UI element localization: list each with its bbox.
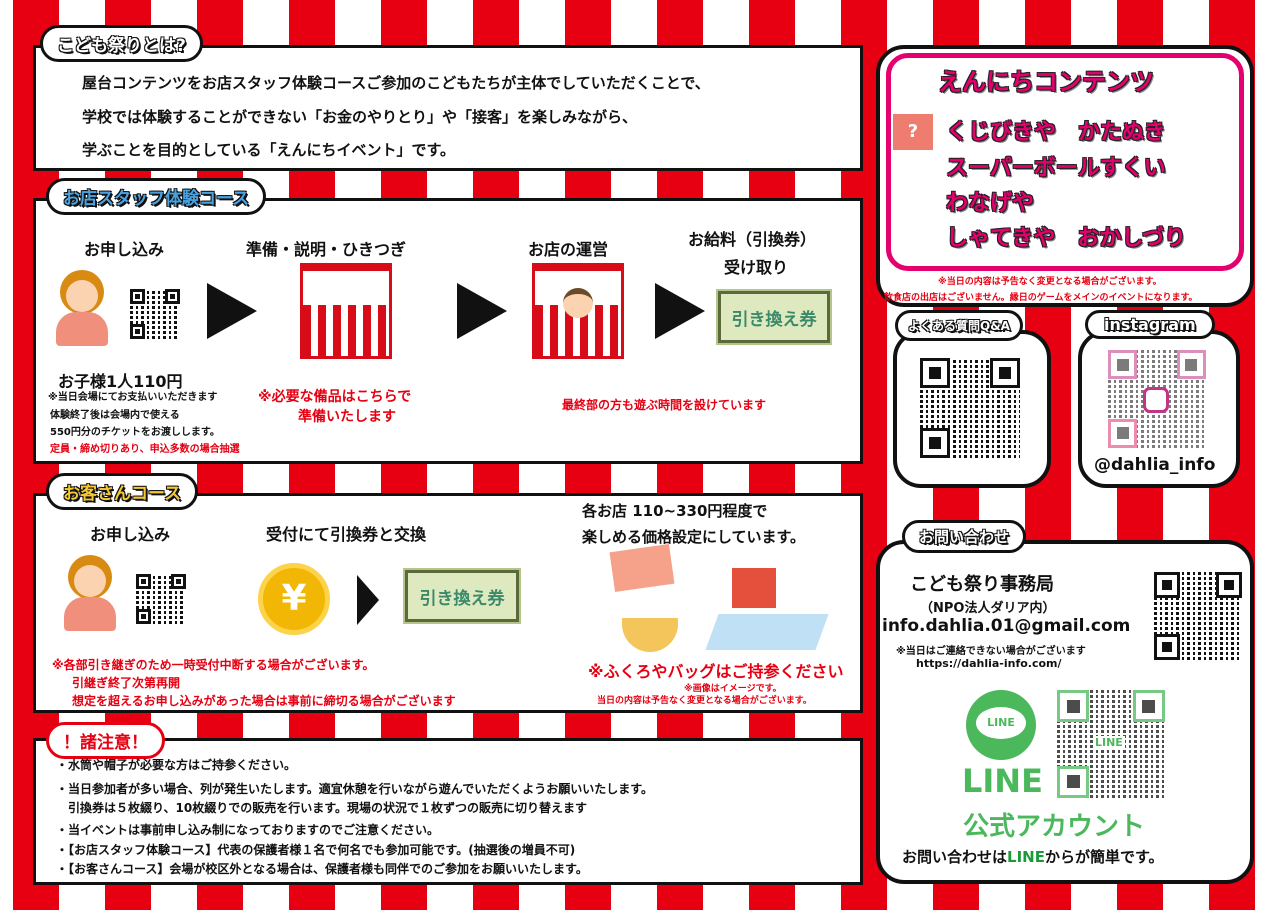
about-panel	[33, 45, 863, 171]
line-wordmark: LINE	[962, 762, 1043, 800]
staff-apply-qr[interactable]	[130, 289, 180, 339]
guest-step-apply: お申し込み	[90, 525, 171, 544]
ticket-illustration: 引き換え券	[403, 568, 521, 624]
staff-step-salary: お給料（引換券）	[688, 230, 817, 249]
yen-coin-icon: ¥	[258, 563, 330, 635]
about-title: こども祭りとは?	[40, 25, 203, 62]
caution-item: ・水筒や帽子が必要な方はご持参ください。	[56, 758, 297, 772]
caution-item: 引換券は５枚綴り、10枚綴りでの販売を行います。現場の状況で１枚ずつの販売に切り…	[56, 801, 588, 815]
instagram-handle[interactable]: @dahlia_info	[1094, 455, 1216, 475]
staff-face-icon	[563, 288, 593, 318]
guest-bag-note: ※ふくろやバッグはご持参ください	[588, 662, 844, 681]
staff-note-1: ※当日会場にてお支払いいただきます	[48, 392, 218, 403]
staff-price: お子様1人110円	[58, 372, 183, 391]
contact-title: お問い合わせ	[902, 520, 1027, 553]
arrow-icon	[655, 283, 705, 339]
instagram-logo-icon	[1143, 387, 1169, 413]
staff-course-title: お店スタッフ体験コース	[46, 178, 267, 215]
staff-step-prepare: 準備・説明・ひきつぎ	[246, 240, 407, 259]
guest-note-3: 想定を超えるお申し込みがあった場合は事前に締切る場合がございます	[72, 694, 456, 708]
staff-limit-note: 定員・締め切りあり、申込多数の場合抽選	[50, 444, 240, 455]
line-cta-mid: LINE	[1007, 848, 1045, 866]
faq-qr[interactable]	[920, 358, 1020, 458]
staff-step-apply: お申し込み	[84, 240, 165, 259]
faq-title: よくある質問Q&A	[895, 310, 1023, 341]
child-illustration	[54, 270, 110, 346]
guest-change-note: 当日の内容は予告なく変更となる場合がございます。	[597, 696, 812, 706]
line-cta-post: からが簡単です。	[1044, 848, 1164, 866]
caution-item: ・当イベントは事前申し込み制になっておりますのでご注意ください。	[56, 823, 440, 837]
ennichi-row-2: スーパーボールすくい	[946, 156, 1166, 181]
caution-title: ！諸注意！	[46, 722, 165, 759]
ticket-illustration: 引き換え券	[716, 289, 832, 345]
line-logo-bubble: LINE	[976, 707, 1026, 739]
guest-apply-qr[interactable]	[136, 574, 186, 624]
guest-image-note: ※画像はイメージです。	[684, 684, 782, 694]
ennichi-row-1: くじびきや かたぬき	[946, 120, 1166, 145]
ennichi-panel	[876, 45, 1254, 307]
ennichi-note-1: ※当日の内容は予告なく変更となる場合がございます。	[938, 277, 1162, 287]
about-line-2: 学校では体験することができない「お金のやりとり」や「接客」を楽しみながら、	[82, 108, 638, 126]
instagram-title: instagram	[1085, 310, 1215, 339]
staff-prep-note-1: ※必要な備品はこちらで	[258, 389, 412, 405]
guest-note-1: ※各部引き継ぎのため一時受付中断する場合がございます。	[52, 658, 375, 672]
guest-price-line-2: 楽しめる価格設定にしています。	[582, 528, 806, 546]
festival-games-illustration	[609, 544, 829, 653]
line-cta: お問い合わせはLINEからが簡単です。	[902, 846, 1163, 867]
ennichi-row-3: わなげや	[946, 191, 1035, 216]
line-logo-icon: LINE	[966, 690, 1036, 760]
ennichi-title: えんにちコンテンツ	[938, 68, 1154, 96]
arrow-icon	[207, 283, 257, 339]
caution-item: ・【お客さんコース】会場が校区外となる場合は、保護者様も同伴でのご参加をお願いい…	[56, 862, 588, 876]
line-cta-pre: お問い合わせは	[902, 848, 1008, 866]
arrow-icon	[357, 575, 379, 625]
stall-illustration	[300, 263, 392, 359]
staff-step-operate: お店の運営	[528, 240, 609, 259]
contact-sub: （NPO法人ダリア内）	[920, 601, 1056, 616]
line-qr-label: LINE	[1093, 736, 1125, 749]
line-qr[interactable]	[1057, 690, 1165, 798]
lottery-box-icon: ?	[893, 114, 933, 150]
ennichi-inner-border	[886, 53, 1244, 271]
guest-course-title: お客さんコース	[46, 473, 199, 510]
guest-step-exchange: 受付にて引換券と交換	[266, 525, 427, 544]
caution-item: ・当日参加者が多い場合、列が発生いたします。適宜休憩を行いながら遊んでいただくよ…	[56, 782, 654, 796]
staff-note-3: 550円分のチケットをお渡しします。	[50, 427, 220, 438]
caution-panel	[33, 738, 863, 885]
arrow-icon	[457, 283, 507, 339]
contact-note: ※当日はご連絡できない場合がございます	[896, 646, 1086, 657]
line-official-account: 公式アカウント	[963, 812, 1146, 842]
staff-note-2: 体験終了後は会場内で使える	[50, 410, 180, 421]
guest-price-line-1: 各お店 110~330円程度で	[582, 502, 768, 520]
guest-note-2: 引継ぎ終了次第再開	[72, 676, 181, 690]
staff-step-receive: 受け取り	[724, 258, 789, 277]
contact-email[interactable]: info.dahlia.01@gmail.com	[882, 616, 1131, 636]
ennichi-row-4: しゃてきや おかしづり	[946, 226, 1187, 251]
ennichi-note-2: 飲食店の出店はございません。縁日のゲームをメインのイベントになります。	[884, 293, 1198, 303]
child-illustration	[62, 555, 118, 631]
contact-qr[interactable]	[1154, 572, 1242, 660]
staff-play-note: 最終部の方も遊ぶ時間を設けています	[562, 398, 767, 412]
caution-item: ・【お店スタッフ体験コース】代表の保護者様１名で何名でも参加可能です。(抽選後の…	[56, 843, 576, 857]
contact-org: こども祭り事務局	[910, 574, 1054, 595]
about-line-1: 屋台コンテンツをお店スタッフ体験コースご参加のこどもたちが主体でしていただくこと…	[82, 74, 710, 92]
staff-prep-note-2: 準備いたします	[298, 409, 396, 425]
about-line-3: 学ぶことを目的としている「えんにちイベント」です。	[82, 141, 456, 159]
contact-url[interactable]: https://dahlia-info.com/	[916, 657, 1062, 670]
